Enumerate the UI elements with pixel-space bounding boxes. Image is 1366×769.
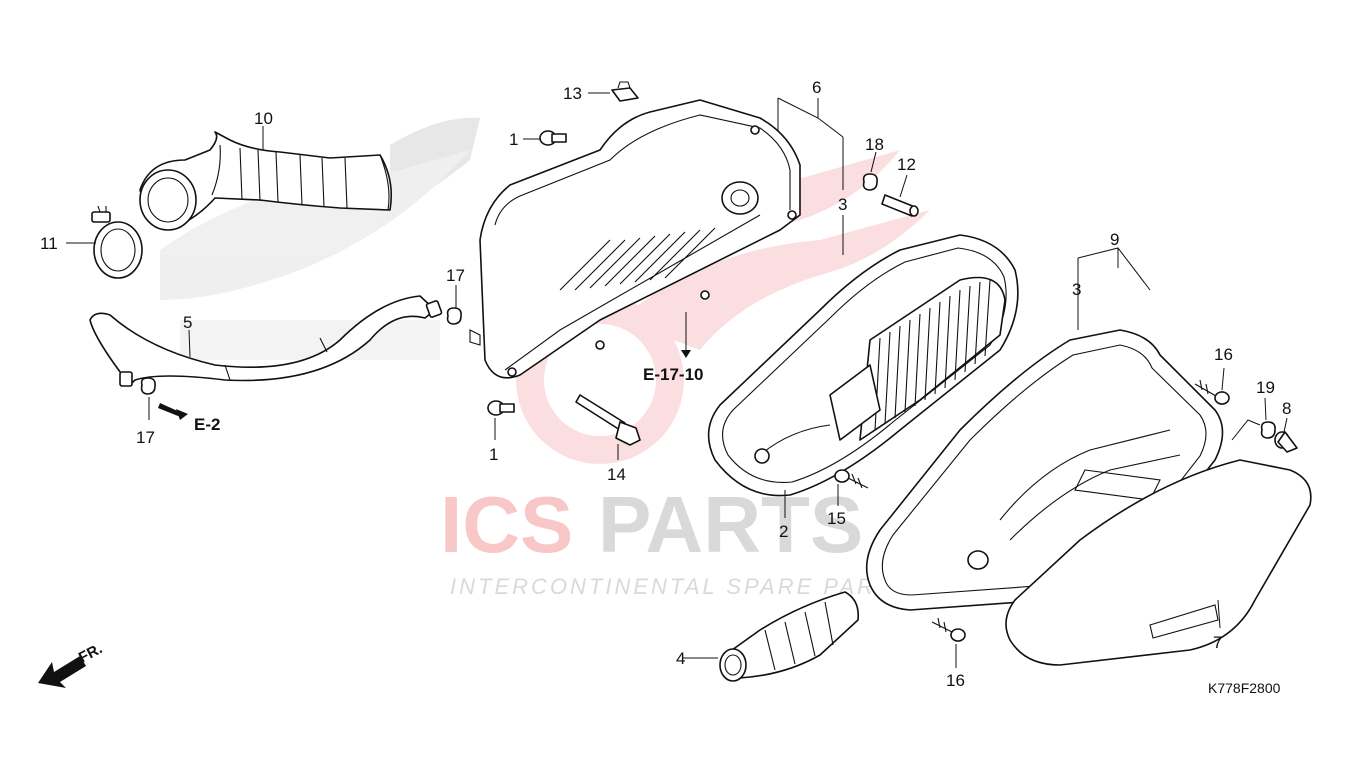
callout-16-lower: 16 (946, 671, 965, 690)
part-7-outer-cover (1005, 459, 1312, 666)
part-10-intake-duct (139, 131, 393, 231)
part-17-clip-mid (446, 307, 462, 325)
callout-4: 4 (676, 649, 685, 668)
callout-11: 11 (40, 234, 58, 253)
part-16-screw-lower (931, 617, 966, 642)
watermark-brand-red: ICS (440, 480, 573, 569)
reference-arrows (158, 340, 691, 420)
part-4-snorkel-tube (719, 591, 860, 682)
callout-13: 13 (563, 84, 582, 103)
part-19-clip (1260, 421, 1276, 439)
part-12-plug (881, 194, 919, 217)
callout-18: 18 (865, 135, 884, 154)
callout-labels: 10 11 5 17 17 1 1 13 14 6 18 12 3 2 15 4… (40, 78, 1291, 690)
drawing-code: K778F2800 (1208, 680, 1281, 696)
part-8-plug (1274, 431, 1298, 453)
part-6-air-cleaner-case (469, 99, 801, 379)
callout-7: 7 (1213, 633, 1222, 652)
callout-2: 2 (779, 522, 788, 541)
part-1-bolt-upper (539, 130, 567, 146)
part-18-clip (862, 173, 878, 191)
part-16-screw-upper (1194, 379, 1230, 405)
part-11-clamp-band (91, 205, 143, 279)
part-15-screw (834, 469, 869, 489)
watermark-brand-gray: PARTS (598, 480, 863, 569)
callout-10: 10 (254, 109, 273, 128)
callout-5: 5 (183, 313, 192, 332)
callout-3-left: 3 (838, 195, 847, 214)
part-2-filter-element (707, 234, 1019, 497)
part-5-breather-tube (89, 295, 443, 387)
reference-e-17-10: E-17-10 (643, 365, 703, 384)
part-13-nut (611, 81, 639, 102)
callout-16-upper: 16 (1214, 345, 1233, 364)
front-direction-arrow: FR. (38, 640, 105, 688)
leader-lines (66, 92, 1288, 668)
callout-9: 9 (1110, 230, 1119, 249)
part-1-bolt-lower (487, 400, 515, 416)
watermark-wordmark: ICS PARTS INTERCONTINENTAL SPARE PARTS (440, 480, 910, 599)
callout-17-left: 17 (136, 428, 155, 447)
callout-12: 12 (897, 155, 916, 174)
callout-19: 19 (1256, 378, 1275, 397)
callout-1-lower: 1 (489, 445, 498, 464)
callout-1-upper: 1 (509, 130, 518, 149)
part-17-clip-left (140, 377, 156, 395)
watermark-tagline: INTERCONTINENTAL SPARE PARTS (450, 574, 910, 599)
callout-17-mid: 17 (446, 266, 465, 285)
callout-14: 14 (607, 465, 626, 484)
part-14-long-bolt (575, 394, 641, 446)
callout-15: 15 (827, 509, 846, 528)
callout-3-right: 3 (1072, 280, 1081, 299)
callout-6: 6 (812, 78, 821, 97)
callout-8: 8 (1282, 399, 1291, 418)
reference-e-2: E-2 (194, 415, 220, 434)
